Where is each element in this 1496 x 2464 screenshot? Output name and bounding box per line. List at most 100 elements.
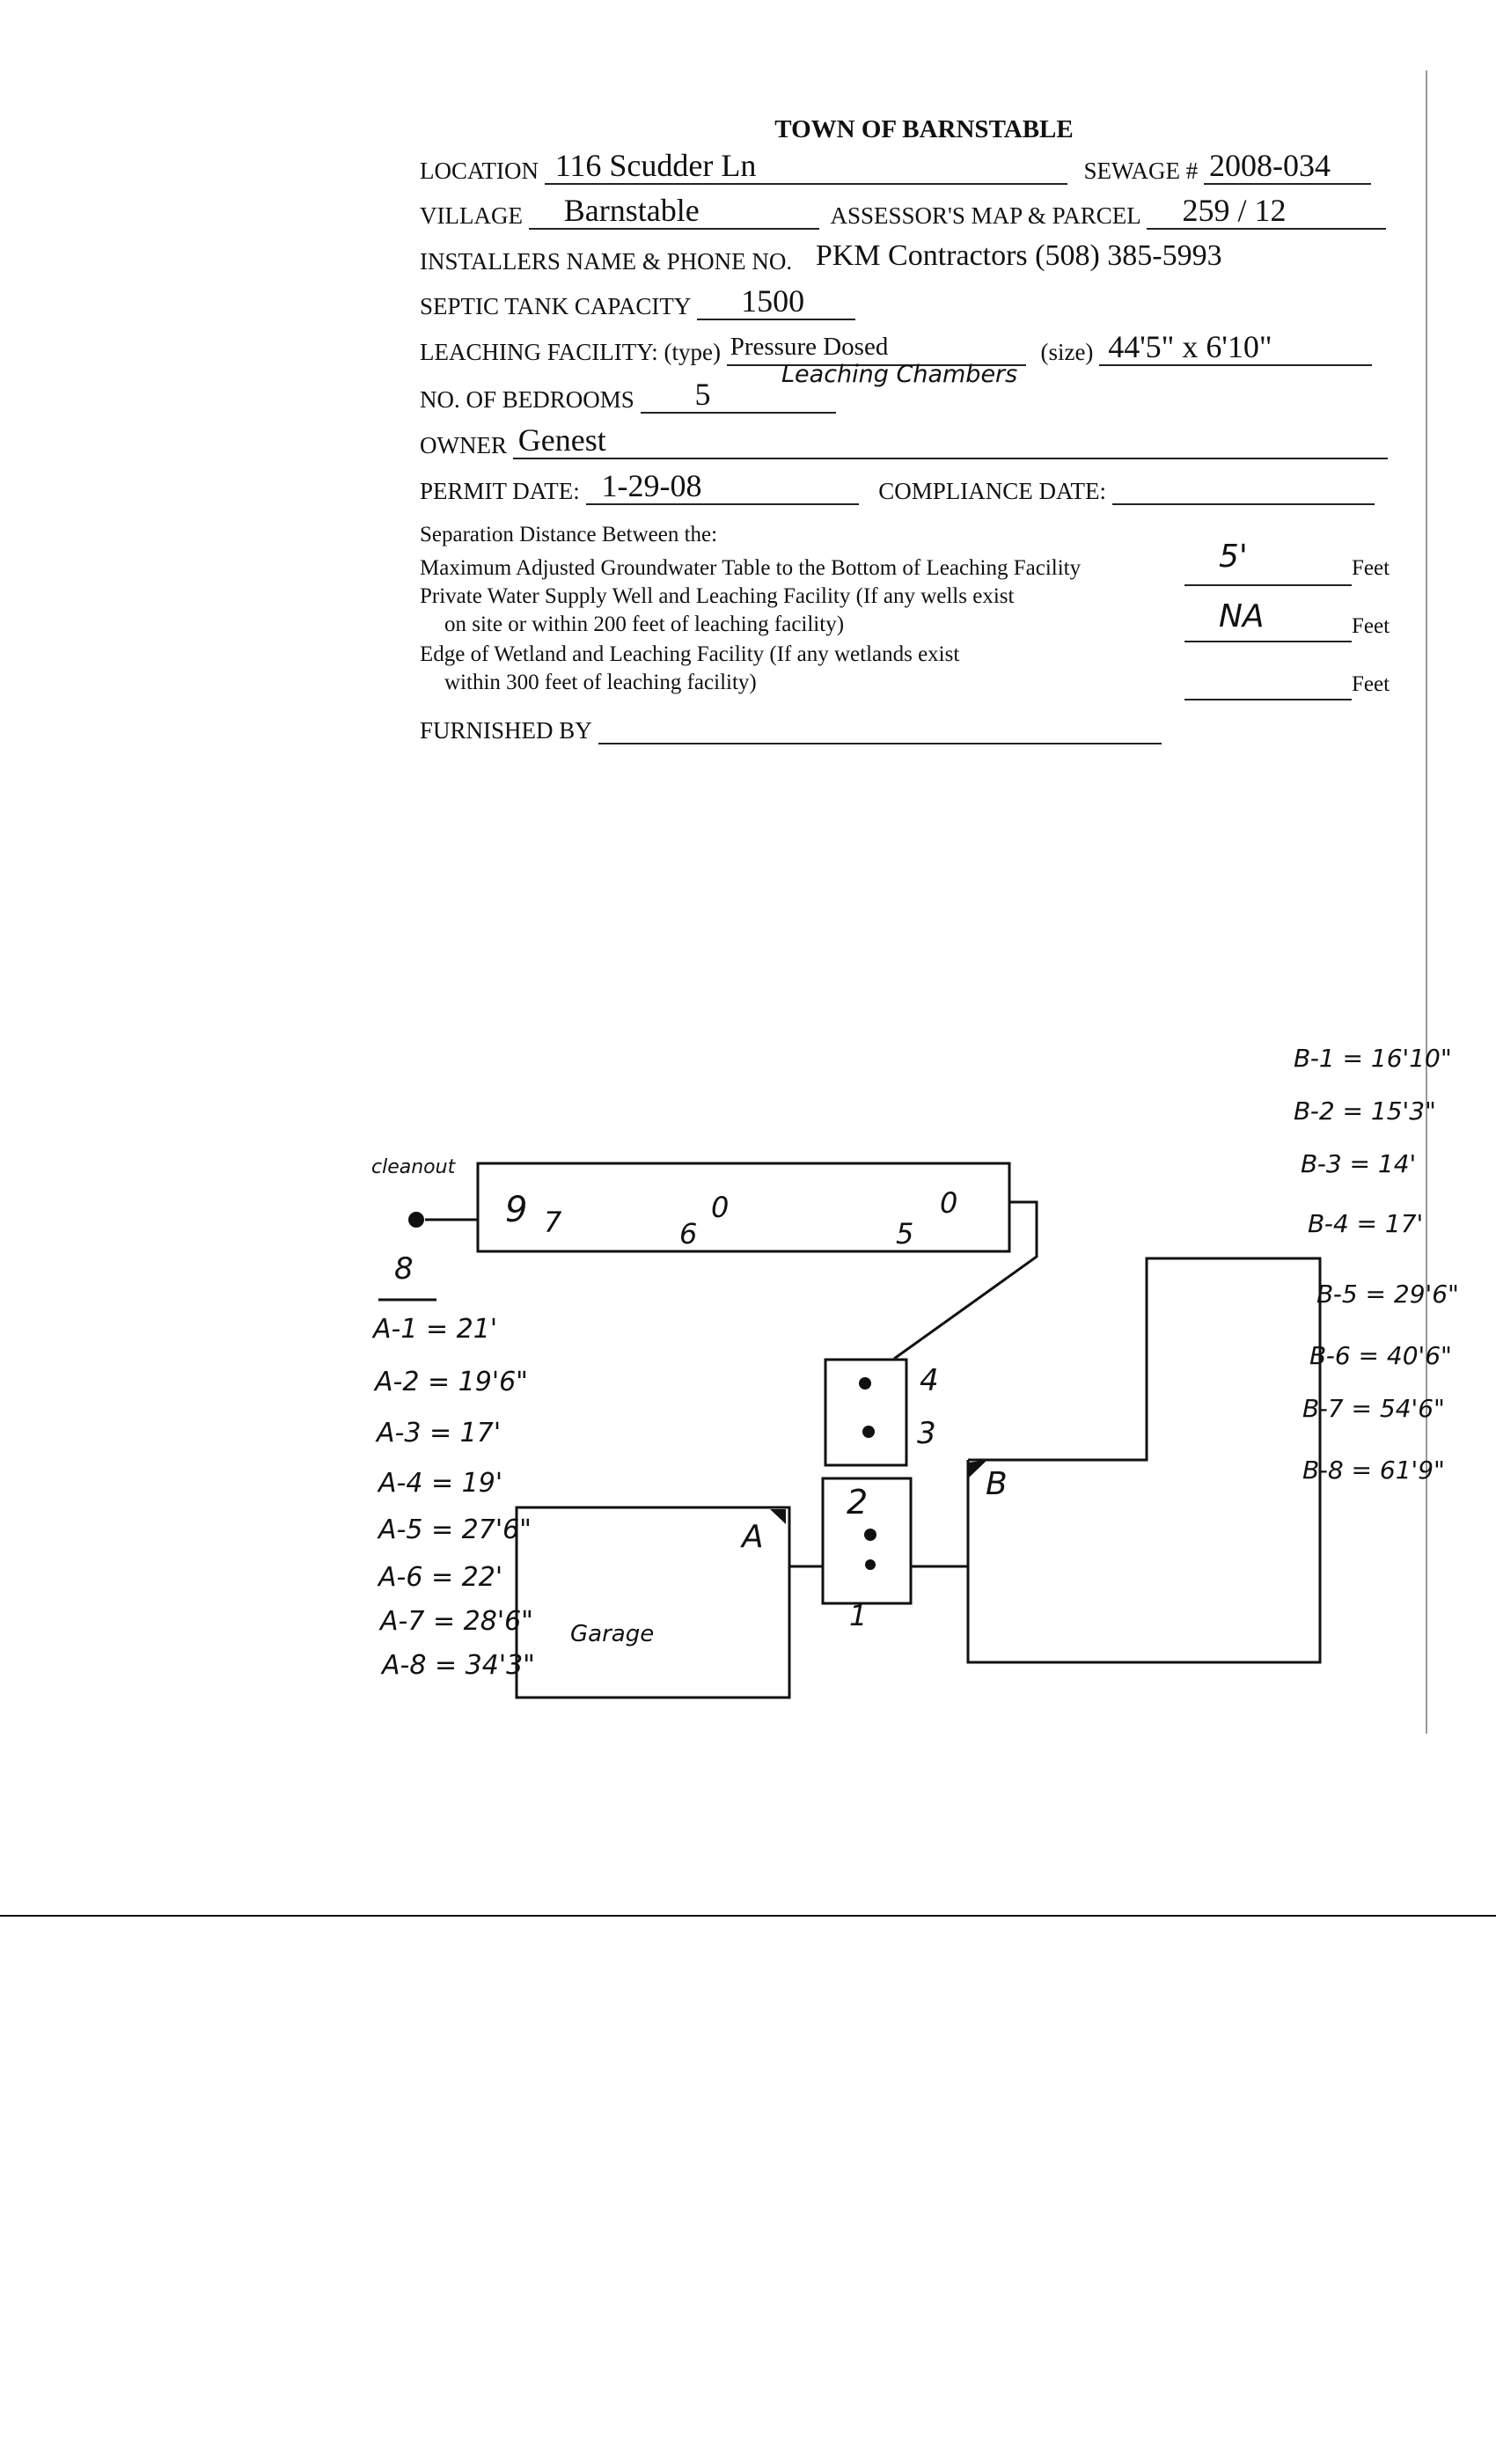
sewage-value: 2008-034: [1209, 148, 1331, 183]
tie-a-1: A-1 = 21': [371, 1314, 497, 1345]
sewage-field[interactable]: 2008-034: [1204, 148, 1371, 185]
furnished-field[interactable]: [598, 711, 1162, 744]
groundwater-feet-field[interactable]: [1184, 554, 1352, 586]
bedrooms-field[interactable]: 5: [640, 377, 836, 414]
assessor-value: 259 / 12: [1182, 193, 1287, 228]
tie-b-1: B-1 = 16'10": [1294, 1044, 1452, 1073]
bedrooms-value: 5: [694, 377, 711, 412]
tie-b-6: B-6 = 40'6": [1309, 1341, 1452, 1370]
tank-row: SEPTIC TANK CAPACITY 1500: [420, 283, 856, 320]
page-bottom-rule: [0, 1915, 1496, 1917]
compliance-field[interactable]: [1111, 472, 1375, 505]
location-row: LOCATION 116 Scudder Ln SEWAGE # 2008-03…: [420, 148, 1371, 185]
groundwater-feet-value: 5': [1219, 539, 1248, 575]
installer-field[interactable]: PKM Contractors (508) 385-5993: [798, 239, 1405, 275]
leaching-label: LEACHING FACILITY: (type): [420, 339, 721, 365]
box-point-2: [864, 1529, 876, 1541]
furnished-row: FURNISHED BY: [420, 711, 1162, 744]
sep-groundwater-label: Maximum Adjusted Groundwater Table to th…: [420, 556, 1082, 580]
size-field[interactable]: 44'5" x 6'10": [1099, 329, 1373, 366]
well-feet-label: Feet: [1352, 614, 1390, 638]
garage-outline: [515, 1506, 791, 1699]
permit-field[interactable]: 1-29-08: [585, 468, 859, 505]
corner-b-marker: [968, 1460, 987, 1478]
furnished-label: FURNISHED BY: [420, 717, 592, 744]
owner-value: Genest: [517, 422, 606, 458]
box-label-4: 4: [920, 1363, 939, 1398]
size-label: (size): [1040, 339, 1094, 365]
tank-label-0b: 0: [940, 1186, 957, 1220]
sewage-label: SEWAGE #: [1083, 158, 1199, 184]
tank-label-7: 7: [544, 1206, 562, 1239]
tank-value: 1500: [741, 283, 805, 319]
permit-form: TOWN OF BARNSTABLE LOCATION 116 Scudder …: [0, 0, 1496, 792]
village-value: Barnstable: [563, 193, 700, 228]
corner-a-label: A: [740, 1519, 764, 1555]
permit-value: 1-29-08: [601, 468, 702, 503]
tie-a-7: A-7 = 28'6": [378, 1606, 533, 1637]
assessor-label: ASSESSOR'S MAP & PARCEL: [830, 202, 1141, 229]
septic-sketch: cleanout 8 9 7 6 0 5 0 4 3 2 1 A B Garag…: [371, 1044, 1459, 1699]
cleanout-label: cleanout: [371, 1156, 457, 1178]
tank-label: SEPTIC TANK CAPACITY: [420, 293, 692, 319]
tie-a-2: A-2 = 19'6": [373, 1367, 528, 1397]
location-label: LOCATION: [420, 158, 539, 184]
well-feet-field[interactable]: [1184, 611, 1352, 642]
wetland-feet-label: Feet: [1352, 672, 1390, 696]
tank-field[interactable]: 1500: [697, 283, 856, 320]
permit-row: PERMIT DATE: 1-29-08 COMPLIANCE DATE:: [420, 468, 1375, 505]
cleanout-number: 8: [394, 1251, 414, 1287]
tie-a-3: A-3 = 17': [375, 1418, 501, 1448]
distribution-box-lower: [821, 1477, 913, 1605]
installer-label: INSTALLERS NAME & PHONE NO.: [420, 248, 793, 275]
tie-b-3: B-3 = 14': [1301, 1149, 1416, 1178]
leaching-row: LEACHING FACILITY: (type) Pressure Dosed…: [420, 329, 1373, 366]
village-field[interactable]: Barnstable: [528, 193, 819, 230]
sep-well-label-2: on site or within 200 feet of leaching f…: [444, 612, 845, 636]
installer-row: INSTALLERS NAME & PHONE NO. PKM Contract…: [420, 239, 1405, 275]
tie-a-8: A-8 = 34'3": [380, 1650, 535, 1681]
tank-label-6: 6: [679, 1217, 697, 1250]
village-row: VILLAGE Barnstable ASSESSOR'S MAP & PARC…: [420, 193, 1387, 230]
box-point-1: [865, 1559, 876, 1570]
box-point-3: [862, 1426, 875, 1438]
box-label-3: 3: [917, 1416, 936, 1451]
tie-a-6: A-6 = 22': [377, 1562, 502, 1593]
tank-outlet-pipe: [893, 1200, 1038, 1360]
tie-b-5: B-5 = 29'6": [1316, 1280, 1459, 1309]
corner-b-label: B: [986, 1466, 1008, 1502]
septic-tank-outline: [476, 1162, 1011, 1253]
tank-label-5: 5: [896, 1217, 913, 1250]
size-value: 44'5" x 6'10": [1108, 329, 1272, 364]
owner-label: OWNER: [420, 432, 507, 458]
tie-b-2: B-2 = 15'3": [1294, 1096, 1436, 1126]
tank-label-9: 9: [505, 1190, 527, 1230]
owner-field[interactable]: Genest: [512, 422, 1388, 459]
bedrooms-row: NO. OF BEDROOMS 5: [420, 377, 836, 414]
sep-wetland-label-2: within 300 feet of leaching facility): [444, 671, 757, 694]
cleanout-marker: [408, 1212, 424, 1228]
tank-label-0a: 0: [711, 1191, 729, 1224]
tie-a-5: A-5 = 27'6": [377, 1514, 532, 1545]
box-point-4: [859, 1377, 871, 1390]
leaching-type-field[interactable]: Pressure Dosed: [726, 333, 1026, 366]
sep-wetland-label-1: Edge of Wetland and Leaching Facility (I…: [420, 642, 960, 666]
installer-value: PKM Contractors (508) 385-5993: [815, 239, 1222, 272]
assessor-field[interactable]: 259 / 12: [1147, 193, 1387, 230]
well-feet-value: NA: [1219, 598, 1265, 634]
page-edge-line: [1426, 70, 1427, 1734]
sep-well-label-1: Private Water Supply Well and Leaching F…: [420, 584, 1015, 608]
box-label-2: 2: [847, 1483, 868, 1522]
tie-a-4: A-4 = 19': [377, 1468, 502, 1499]
form-title: TOWN OF BARNSTABLE: [774, 115, 1074, 143]
location-field[interactable]: 116 Scudder Ln: [544, 150, 1067, 185]
separation-heading: Separation Distance Between the:: [420, 523, 718, 546]
groundwater-feet-label: Feet: [1352, 556, 1390, 580]
corner-a-marker: [770, 1509, 786, 1524]
garage-label: Garage: [570, 1621, 654, 1647]
wetland-feet-field[interactable]: [1184, 669, 1352, 700]
village-label: VILLAGE: [420, 202, 523, 229]
distribution-box-upper: [824, 1358, 908, 1467]
house-outline: [966, 1257, 1322, 1664]
leaching-type-value-2: Leaching Chambers: [781, 361, 1018, 388]
